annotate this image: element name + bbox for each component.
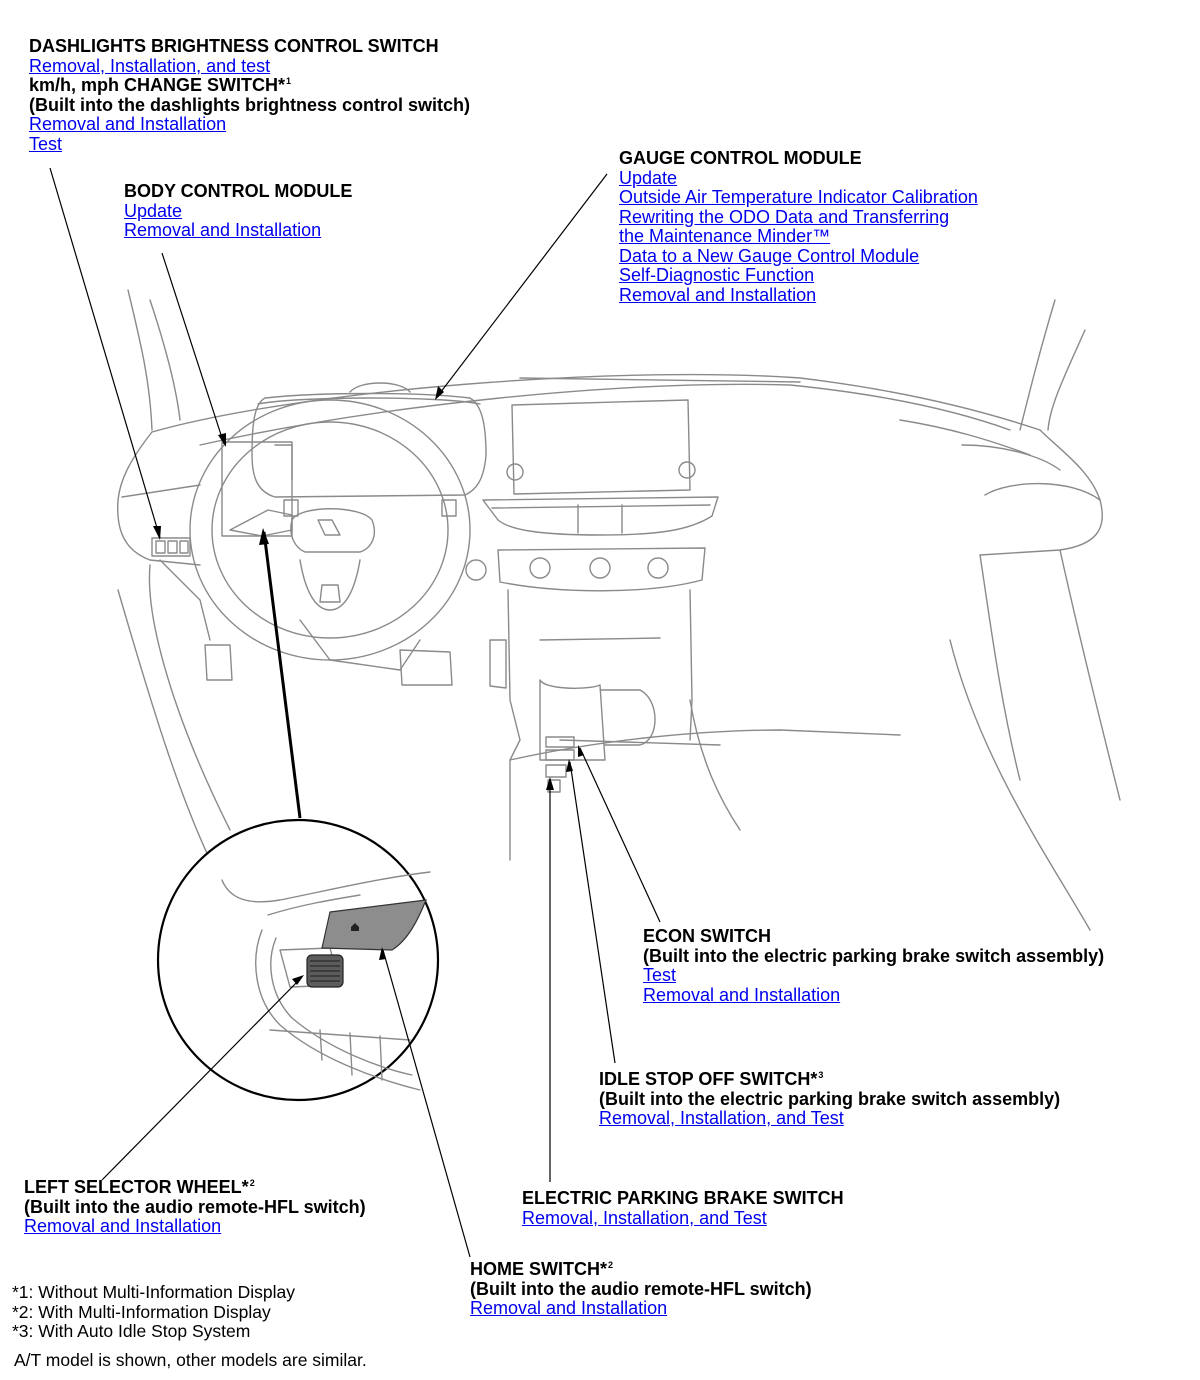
econ-test-link[interactable]: Test [643,965,677,985]
econ-removal-link[interactable]: Removal and Installation [643,984,841,1005]
zoom-leader-line [262,531,302,819]
bcm-title: BODY CONTROL MODULE [124,181,353,201]
callout-left-selector-wheel: LEFT SELECTOR WHEEL*2 (Built into the au… [24,1177,366,1237]
footnote-3: *3: With Auto Idle Stop System [12,1321,251,1341]
home-switch-removal-link[interactable]: Removal and Installation [470,1298,668,1318]
gcm-oat-calibration-link[interactable]: Outside Air Temperature Indicator Calibr… [619,187,978,207]
leader-econ [579,747,661,923]
callout-gauge-control-module: GAUGE CONTROL MODULE Update Outside Air … [619,148,978,305]
center-display [511,399,691,495]
callout-econ-switch: ECON SWITCH (Built into the electric par… [643,926,1105,1005]
bcm-box [221,441,293,537]
left-selector-removal-link[interactable]: Removal and Installation [24,1216,222,1236]
footnotes: *1: Without Multi-Information Display *2… [12,1282,296,1342]
left-a-pillar [127,289,153,431]
idle-stop-title: IDLE STOP OFF SWITCH*3 [599,1069,824,1089]
dashlights-switch [151,537,191,557]
gcm-update-link[interactable]: Update [619,167,678,188]
kmh-change-switch-subtitle: (Built into the dashlights brightness co… [29,94,470,115]
right-a-pillar [1019,299,1056,431]
gcm-removal-link[interactable]: Removal and Installation [619,284,817,305]
leader-dashlights [49,167,161,539]
left-selector-subtitle: (Built into the audio remote-HFL switch) [24,1196,366,1217]
home-switch-subtitle: (Built into the audio remote-HFL switch) [470,1278,812,1299]
bcm-update-link[interactable]: Update [124,200,183,221]
dash-top [151,373,1041,433]
callout-body-control-module: BODY CONTROL MODULE Update Removal and I… [124,181,353,241]
bcm-removal-link[interactable]: Removal and Installation [124,220,322,240]
gcm-odo-rewrite-link[interactable]: Rewriting the ODO Data and Transferring [619,206,950,227]
econ-title: ECON SWITCH [643,926,771,946]
dashlights-title: DASHLIGHTS BRIGHTNESS CONTROL SWITCH [29,36,439,56]
kmh-change-switch-title: km/h, mph CHANGE SWITCH*1 [29,75,292,95]
leader-gcm [436,173,608,398]
leader-idle-stop [569,761,616,1064]
gcm-data-transfer-link[interactable]: Data to a New Gauge Control Module [619,245,920,266]
footnote-1: *1: Without Multi-Information Display [12,1282,296,1302]
leader-bcm [161,252,225,445]
callout-electric-parking-brake-switch: ELECTRIC PARKING BRAKE SWITCH Removal, I… [522,1188,844,1228]
gcm-self-diagnostic-link[interactable]: Self-Diagnostic Function [619,265,815,285]
home-switch-title: HOME SWITCH*2 [470,1259,614,1279]
leader-left-selector [101,976,303,1181]
epb-switch-assembly [545,736,575,748]
steering-wheel-outline [189,399,471,661]
leader-home [382,949,471,1258]
callout-dashlights-switch: DASHLIGHTS BRIGHTNESS CONTROL SWITCH Rem… [29,36,470,154]
idle-stop-removal-link[interactable]: Removal, Installation, and Test [599,1108,844,1128]
dashlights-removal-link[interactable]: Removal, Installation, and test [29,55,271,76]
detail-zoom-circle [156,818,440,1102]
kmh-removal-link[interactable]: Removal and Installation [29,114,227,134]
home-switch-panel [321,899,427,951]
callout-idle-stop-off-switch: IDLE STOP OFF SWITCH*3 (Built into the e… [599,1069,1061,1129]
epb-title: ELECTRIC PARKING BRAKE SWITCH [522,1188,844,1208]
epb-removal-link[interactable]: Removal, Installation, and Test [522,1207,767,1228]
callout-home-switch: HOME SWITCH*2 (Built into the audio remo… [470,1259,812,1319]
model-caption: A/T model is shown, other models are sim… [14,1350,367,1370]
footnote-2: *2: With Multi-Information Display [12,1301,271,1322]
home-icon [351,923,359,931]
econ-subtitle: (Built into the electric parking brake s… [643,945,1105,966]
gcm-title: GAUGE CONTROL MODULE [619,148,862,168]
kmh-test-link[interactable]: Test [29,133,63,154]
idle-stop-subtitle: (Built into the electric parking brake s… [599,1088,1061,1109]
left-selector-title: LEFT SELECTOR WHEEL*2 [24,1177,255,1197]
gcm-maintenance-minder-link[interactable]: the Maintenance Minder™ [619,226,831,246]
gauge-cluster [251,392,487,498]
